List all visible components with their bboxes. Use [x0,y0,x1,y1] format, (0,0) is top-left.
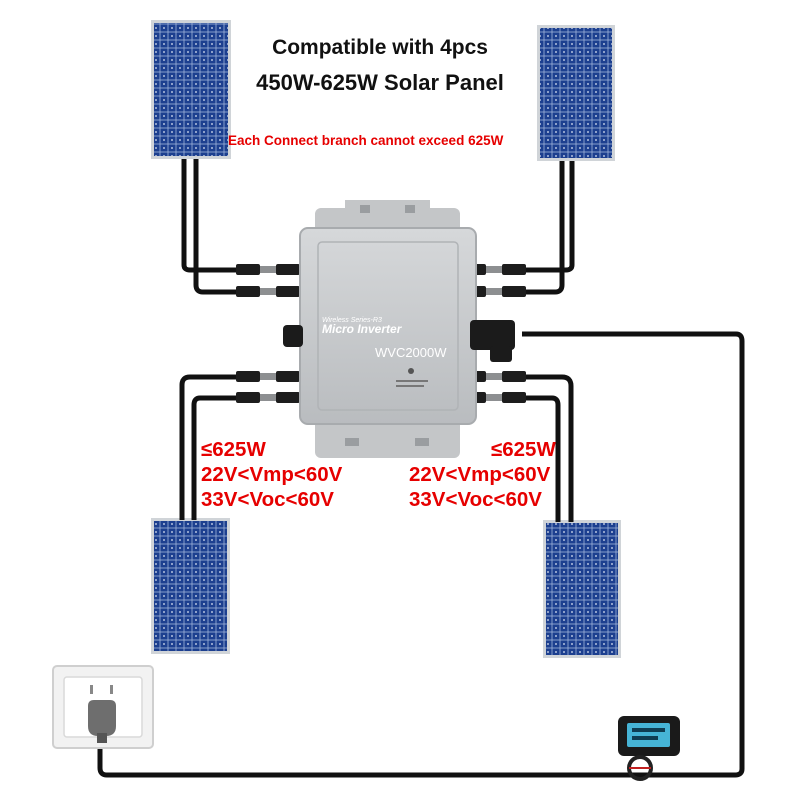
spec-left-power: ≤625W [201,438,266,461]
dc-cables-top-left [181,159,240,295]
spec-right-voc: 33V<Voc<60V [409,488,542,511]
spec-right-power: ≤625W [491,438,556,461]
spec-left-vmp: 22V<Vmp<60V [201,463,343,486]
solar-panel-top-right [537,25,615,161]
mc4-connectors-left [236,264,300,403]
spec-right-vmp: 22V<Vmp<60V [409,463,551,486]
dc-cables-bottom-right [520,374,574,522]
branch-warning: Each Connect branch cannot exceed 625W [228,133,504,148]
dc-cables-top-right [520,161,575,295]
ac-cable [97,331,745,778]
inverter-name-label: Micro Inverter [322,322,403,336]
solar-panel-top-left [151,20,231,159]
header-title-line2: 450W-625W Solar Panel [256,70,504,95]
specs-right: ≤625W 22V<Vmp<60V 33V<Voc<60V [409,437,556,512]
solar-panel-bottom-left [151,518,230,654]
specs-left: ≤625W 22V<Vmp<60V 33V<Voc<60V [201,437,342,512]
header-title-line1: Compatible with 4pcs [272,36,488,59]
power-meter [618,716,680,781]
spec-left-voc: 33V<Voc<60V [201,488,334,511]
plug-icon [88,700,116,743]
dc-cables-bottom-left [179,374,240,520]
inverter-model-label: WVC2000W [375,345,447,360]
solar-panel-bottom-right [543,520,621,658]
micro-inverter [283,200,515,458]
inverter-series-label: Wireless Series-R3 [322,317,382,324]
